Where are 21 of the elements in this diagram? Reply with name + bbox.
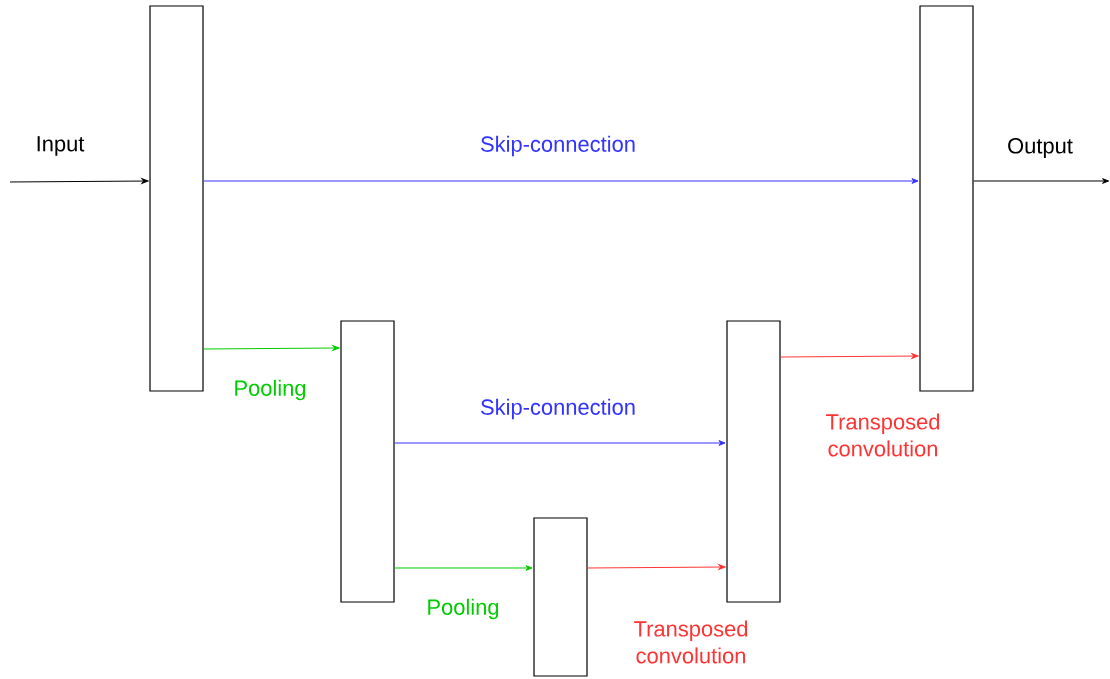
- layer-box: [533, 517, 588, 677]
- arrow: [9, 178, 149, 184]
- edge-label: Pooling: [428, 598, 499, 620]
- edge-label: Input: [37, 136, 85, 156]
- layer-box: [340, 320, 395, 603]
- arrow: [587, 564, 726, 570]
- arrow: [394, 440, 726, 446]
- arrow: [973, 178, 1110, 184]
- arrow: [394, 565, 533, 571]
- edge-label: Pooling: [235, 379, 306, 401]
- arrow: [203, 178, 919, 184]
- layer-box: [919, 5, 974, 392]
- edge-label: Transposed convolution: [826, 413, 940, 457]
- edge-label: Skip-connection: [481, 398, 635, 420]
- arrow: [203, 345, 340, 351]
- edge-label: Output: [1008, 138, 1073, 158]
- edge-label: Skip-connection: [481, 135, 635, 157]
- layer-box: [149, 5, 204, 392]
- edge-label: Transposed convolution: [634, 620, 748, 664]
- layer-box: [726, 320, 781, 603]
- arrow: [780, 353, 919, 359]
